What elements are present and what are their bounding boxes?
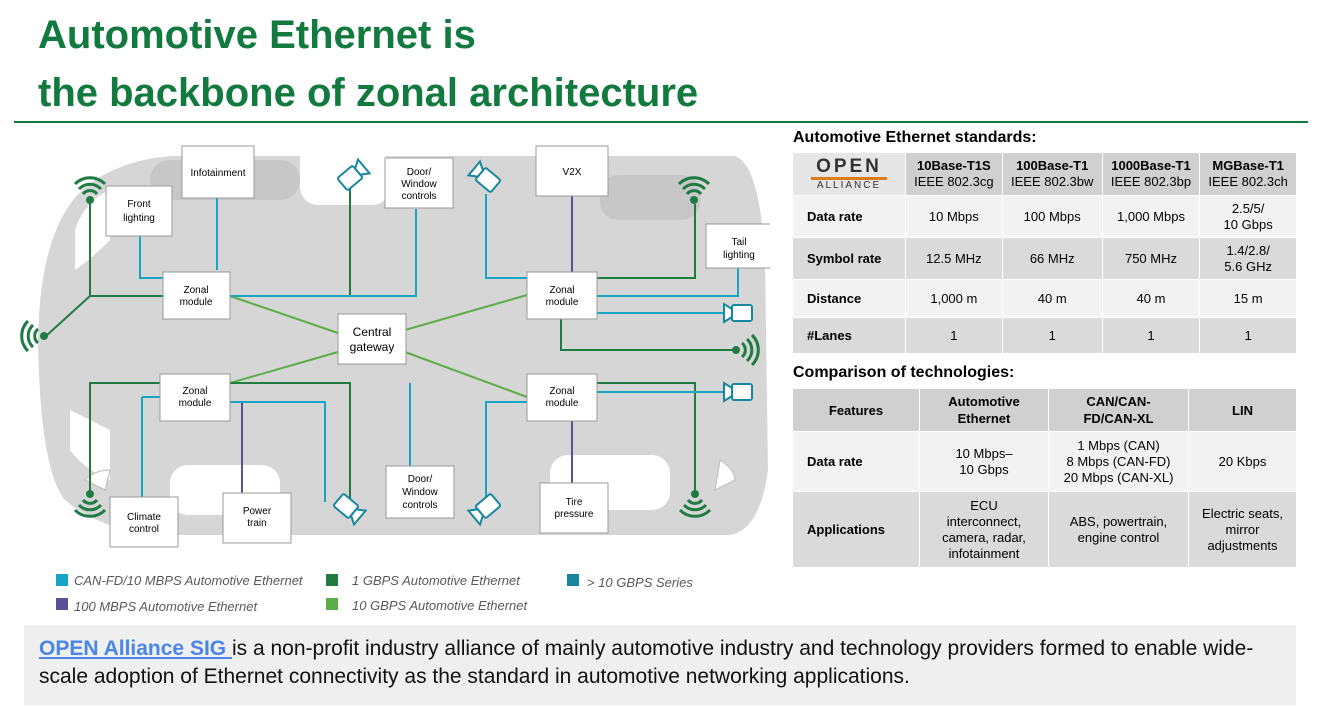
- svg-text:controls: controls: [401, 191, 436, 202]
- camera-icon: [333, 493, 368, 527]
- std-row-symbol-rate: Symbol rate 12.5 MHz 66 MHz 750 MHz 1.4/…: [792, 237, 1297, 280]
- box-zonal-module-br: Zonal module: [526, 373, 598, 422]
- svg-text:Climate: Climate: [127, 512, 161, 523]
- svg-text:100 MBPS Automotive Ethernet: 100 MBPS Automotive Ethernet: [74, 599, 258, 614]
- title-line-1: Automotive Ethernet is: [38, 13, 476, 57]
- camera-icon: [466, 159, 501, 193]
- antenna-icon: [732, 333, 760, 367]
- svg-text:gateway: gateway: [350, 340, 395, 354]
- svg-text:V2X: V2X: [563, 167, 582, 178]
- svg-text:Door/: Door/: [408, 474, 433, 485]
- antenna-icon: [73, 176, 107, 204]
- comparison-title: Comparison of technologies:: [793, 364, 1015, 381]
- svg-text:Zonal: Zonal: [549, 285, 574, 296]
- camera-icon: [337, 157, 372, 191]
- footer-text: OPEN Alliance SIG is a non-profit indust…: [39, 637, 1254, 688]
- svg-text:module: module: [546, 398, 579, 409]
- legend-swatch-100mbps: [56, 598, 68, 610]
- svg-text:train: train: [247, 518, 266, 529]
- svg-text:Power: Power: [243, 506, 272, 517]
- box-door-window-top: Door/ Window controls: [384, 157, 454, 209]
- backbone-10gbps-lines: [229, 294, 528, 398]
- svg-text:> 10 GBPS Series: > 10 GBPS Series: [587, 575, 693, 590]
- svg-text:Zonal: Zonal: [183, 285, 208, 296]
- antenna-icon: [20, 319, 48, 353]
- legend-swatch-1gbps: [326, 574, 338, 586]
- camera-icon: [466, 493, 501, 527]
- car-rear-left-light: [84, 469, 111, 491]
- std-row-lanes: #Lanes 1 1 1 1: [792, 317, 1297, 354]
- svg-text:Infotainment: Infotainment: [190, 168, 245, 179]
- svg-text:module: module: [180, 297, 213, 308]
- svg-text:control: control: [129, 524, 159, 535]
- box-tail-lighting: Tail lighting: [705, 223, 770, 269]
- title-line-2: the backbone of zonal architecture: [38, 71, 699, 115]
- cmp-row-data-rate: Data rate 10 Mbps– 10 Gbps 1 Mbps (CAN) …: [792, 431, 1297, 492]
- camera-icon: [723, 302, 753, 324]
- zonal-architecture-diagram: Infotainment Front lighting Door/ Window…: [20, 145, 770, 614]
- title-divider: [14, 121, 1308, 123]
- box-central-gateway: Central gateway: [337, 313, 407, 365]
- legend-swatch-over10: [567, 574, 579, 586]
- svg-text:1 GBPS Automotive Ethernet: 1 GBPS Automotive Ethernet: [352, 573, 521, 588]
- antenna-icon: [73, 490, 107, 518]
- cmp-header-row: Features Automotive Ethernet CAN/CAN- FD…: [792, 388, 1297, 432]
- svg-text:10 GBPS Automotive Ethernet: 10 GBPS Automotive Ethernet: [352, 598, 529, 613]
- box-infotainment: Infotainment: [181, 145, 255, 199]
- svg-text:Window: Window: [401, 179, 437, 190]
- links-can-fd: [139, 180, 740, 502]
- legend: CAN-FD/10 MBPS Automotive Ethernet 1 GBP…: [56, 573, 693, 614]
- svg-text:Window: Window: [402, 487, 438, 498]
- svg-text:Zonal: Zonal: [549, 386, 574, 397]
- open-alliance-logo: OPEN ALLIANCE: [811, 156, 887, 192]
- links-100mbps: [241, 194, 573, 493]
- box-front-lighting: Front lighting: [105, 185, 173, 237]
- svg-text:Door/: Door/: [407, 167, 432, 178]
- box-zonal-module-bl: Zonal module: [159, 373, 231, 422]
- legend-swatch-10gbps: [326, 598, 338, 610]
- cmp-row-applications: Applications ECU interconnect, camera, r…: [792, 491, 1297, 568]
- svg-text:Tail: Tail: [731, 237, 746, 248]
- box-zonal-module-tl: Zonal module: [162, 271, 231, 320]
- svg-text:controls: controls: [402, 500, 437, 511]
- camera-icon: [723, 381, 753, 403]
- svg-text:Tire: Tire: [566, 497, 583, 508]
- svg-text:Front: Front: [127, 199, 151, 210]
- svg-text:Central: Central: [353, 325, 392, 339]
- box-tire-pressure: Tire pressure: [539, 482, 609, 534]
- open-alliance-logo-cell: OPEN ALLIANCE: [792, 152, 906, 196]
- box-zonal-module-tr: Zonal module: [526, 271, 598, 320]
- svg-text:pressure: pressure: [555, 509, 594, 520]
- svg-text:lighting: lighting: [123, 213, 155, 224]
- comparison-table: Features Automotive Ethernet CAN/CAN- FD…: [792, 388, 1297, 568]
- car-rear-right-light: [714, 459, 736, 491]
- car-windshield-left: [75, 190, 110, 270]
- std-row-distance: Distance 1,000 m 40 m 40 m 15 m: [792, 279, 1297, 318]
- antenna-icon: [677, 176, 711, 204]
- legend-swatch-can-fd: [56, 574, 68, 586]
- box-power-train: Power train: [222, 492, 292, 544]
- svg-text:Zonal: Zonal: [182, 386, 207, 397]
- car-wheel-tr: [600, 175, 700, 220]
- svg-text:lighting: lighting: [723, 250, 755, 261]
- footer-note: OPEN Alliance SIG is a non-profit indust…: [24, 625, 1296, 705]
- svg-text:CAN-FD/10 MBPS Automotive Ethe: CAN-FD/10 MBPS Automotive Ethernet: [74, 573, 304, 588]
- box-v2x: V2X: [535, 145, 609, 197]
- box-door-window-bottom: Door/ Window controls: [385, 465, 455, 519]
- svg-text:module: module: [179, 398, 212, 409]
- std-row-data-rate: Data rate 10 Mbps 100 Mbps 1,000 Mbps 2.…: [792, 195, 1297, 238]
- antenna-icon: [678, 490, 712, 518]
- open-alliance-link[interactable]: OPEN Alliance SIG: [39, 637, 232, 660]
- svg-text:module: module: [546, 297, 579, 308]
- standards-title: Automotive Ethernet standards:: [793, 129, 1037, 146]
- page-title: Automotive Ethernet is the backbone of z…: [38, 6, 698, 122]
- box-climate-control: Climate control: [109, 496, 179, 548]
